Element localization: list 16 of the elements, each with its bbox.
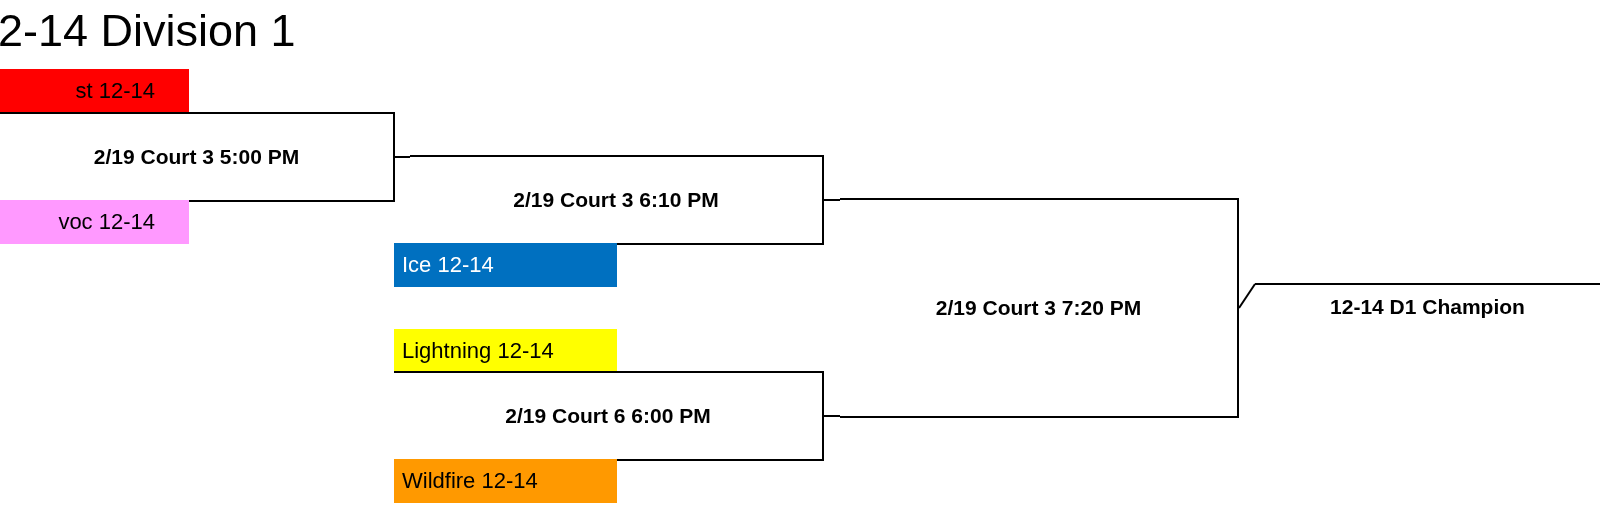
connector-line xyxy=(823,199,841,201)
match-label: 2/19 Court 3 5:00 PM xyxy=(93,145,300,169)
match-label: 2/19 Court 3 6:10 PM xyxy=(513,188,719,212)
team-bar: st 12-14 xyxy=(0,69,189,113)
team-bar: Ice 12-14 xyxy=(394,243,617,287)
bracket-box xyxy=(840,198,1239,418)
team-bar: Wildfire 12-14 xyxy=(394,459,617,503)
team-bar: voc 12-14 xyxy=(0,200,189,244)
bracket-title: 2-14 Division 1 xyxy=(0,6,296,56)
connector-line xyxy=(823,415,841,417)
champion-label: 12-14 D1 Champion xyxy=(1330,295,1525,319)
match-label: 2/19 Court 3 7:20 PM xyxy=(935,296,1142,320)
connector-line xyxy=(394,156,411,158)
team-bar: Lightning 12-14 xyxy=(394,329,617,373)
connector-line xyxy=(1238,283,1256,309)
match-label: 2/19 Court 6 6:00 PM xyxy=(505,404,711,428)
